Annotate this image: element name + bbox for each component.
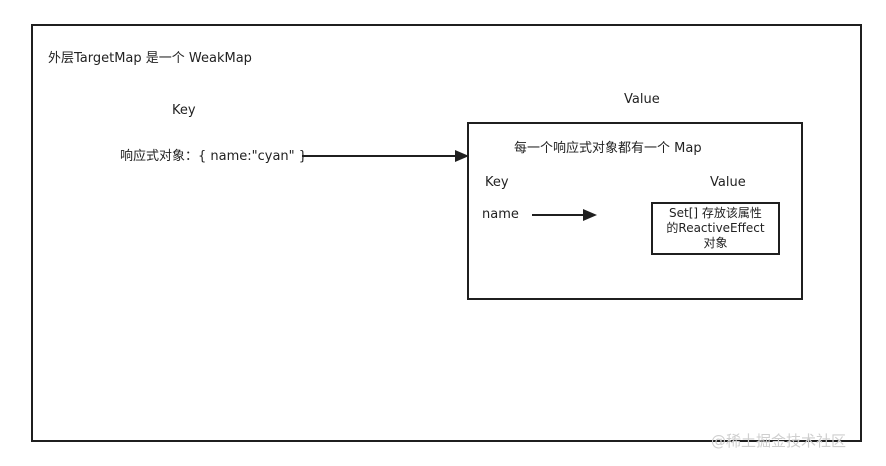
outer-key-header: Key (172, 103, 196, 118)
property-key-name: name (482, 207, 519, 222)
inner-key-header: Key (485, 175, 509, 190)
target-map-title: 外层TargetMap 是一个 WeakMap (48, 51, 252, 66)
target-map-frame (31, 24, 862, 442)
dep-map-title: 每一个响应式对象都有一个 Map (514, 141, 702, 156)
arrow-object-to-map (302, 150, 469, 162)
arrow-name-to-set (532, 209, 597, 221)
outer-value-header: Value (624, 92, 660, 107)
reactive-object-key: 响应式对象：{ name:"cyan" } (120, 149, 308, 164)
inner-value-header: Value (710, 175, 746, 190)
watermark: @稀土掘金技术社区 (711, 432, 847, 450)
effect-set-box: Set[] 存放该属性 的ReactiveEffect 对象 (651, 202, 780, 255)
dep-map-frame (467, 122, 803, 300)
